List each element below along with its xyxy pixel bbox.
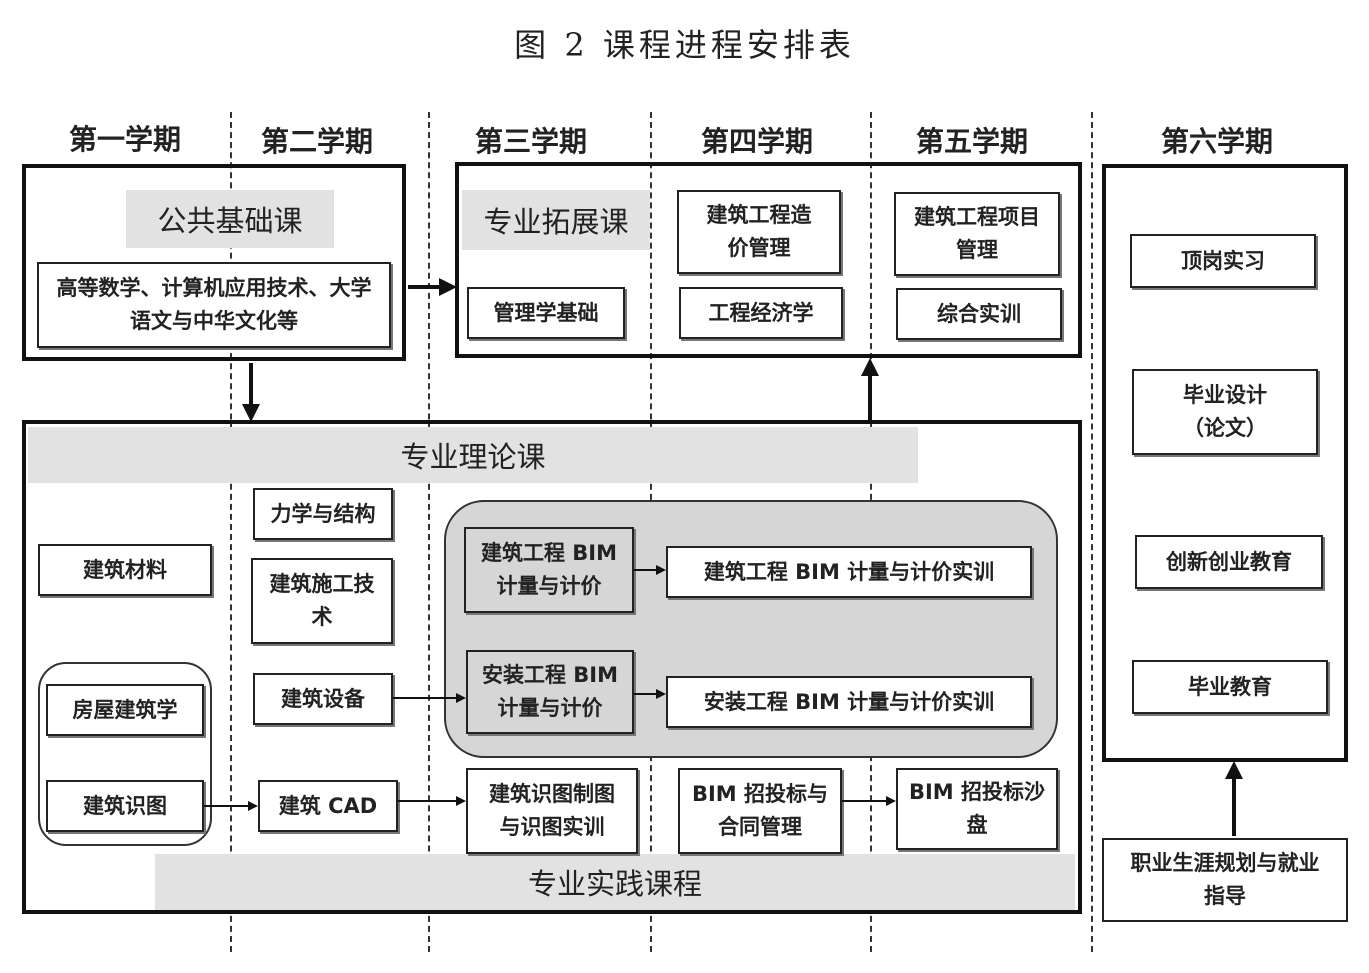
course-project-management: 建筑工程项目 管理 xyxy=(894,192,1060,276)
public-course-content: 高等数学、计算机应用技术、大学 语文与中华文化等 xyxy=(37,262,391,348)
course-construction-cost-management: 建筑工程造 价管理 xyxy=(677,190,841,274)
course-building-bim-pricing: 建筑工程 BIM 计量与计价 xyxy=(464,527,634,613)
course-management-basics: 管理学基础 xyxy=(467,287,625,339)
sixth-semester-frame xyxy=(1102,164,1348,762)
course-mechanics-structure: 力学与结构 xyxy=(253,488,393,540)
figure-title: 图 2 课程进程安排表 xyxy=(514,26,855,64)
semester-4-header: 第四学期 xyxy=(700,125,813,158)
course-installation-bim-pricing: 安装工程 BIM 计量与计价 xyxy=(466,650,634,734)
course-construction-technology: 建筑施工技 术 xyxy=(251,558,393,644)
course-building-equipment: 建筑设备 xyxy=(253,673,393,725)
course-career-planning: 职业生涯规划与就业 指导 xyxy=(1102,838,1348,922)
course-installation-bim-pricing-training: 安装工程 BIM 计量与计价实训 xyxy=(666,676,1032,728)
course-house-architecture: 房屋建筑学 xyxy=(46,684,204,736)
semester-6-header: 第六学期 xyxy=(1160,125,1273,158)
course-innovation-entrepreneurship: 创新创业教育 xyxy=(1135,535,1323,589)
course-building-cad: 建筑 CAD xyxy=(258,780,398,832)
course-graduation-design: 毕业设计 （论文） xyxy=(1132,369,1318,455)
semester-1-header: 第一学期 xyxy=(68,123,181,156)
semester-3-header: 第三学期 xyxy=(474,125,587,158)
course-internship: 顶岗实习 xyxy=(1130,234,1316,288)
semester-divider-5 xyxy=(1091,112,1093,952)
course-building-bim-pricing-training: 建筑工程 BIM 计量与计价实训 xyxy=(666,546,1032,598)
practice-course-label: 专业实践课程 xyxy=(155,854,1075,910)
extension-course-frame xyxy=(455,162,1082,358)
theory-practice-frame xyxy=(22,420,1082,914)
semester-divider-1 xyxy=(230,112,232,952)
theory-course-label: 专业理论课 xyxy=(28,427,918,483)
public-course-label: 公共基础课 xyxy=(126,190,334,248)
public-course-frame xyxy=(22,164,406,361)
semester-5-header: 第五学期 xyxy=(915,125,1028,158)
course-bim-bidding-sandbox: BIM 招投标沙 盘 xyxy=(896,768,1058,850)
extension-course-label: 专业拓展课 xyxy=(462,190,650,250)
course-graduation-education: 毕业教育 xyxy=(1132,660,1328,714)
semester-2-header: 第二学期 xyxy=(260,125,373,158)
semester-divider-2 xyxy=(428,112,430,952)
course-drawing-training: 建筑识图制图 与识图实训 xyxy=(466,768,638,854)
course-building-materials: 建筑材料 xyxy=(38,544,212,596)
course-comprehensive-training: 综合实训 xyxy=(896,288,1062,340)
course-architectural-drawing-reading: 建筑识图 xyxy=(46,780,204,832)
course-bim-bidding-contract: BIM 招投标与 合同管理 xyxy=(678,768,842,854)
course-engineering-economics: 工程经济学 xyxy=(679,287,843,339)
